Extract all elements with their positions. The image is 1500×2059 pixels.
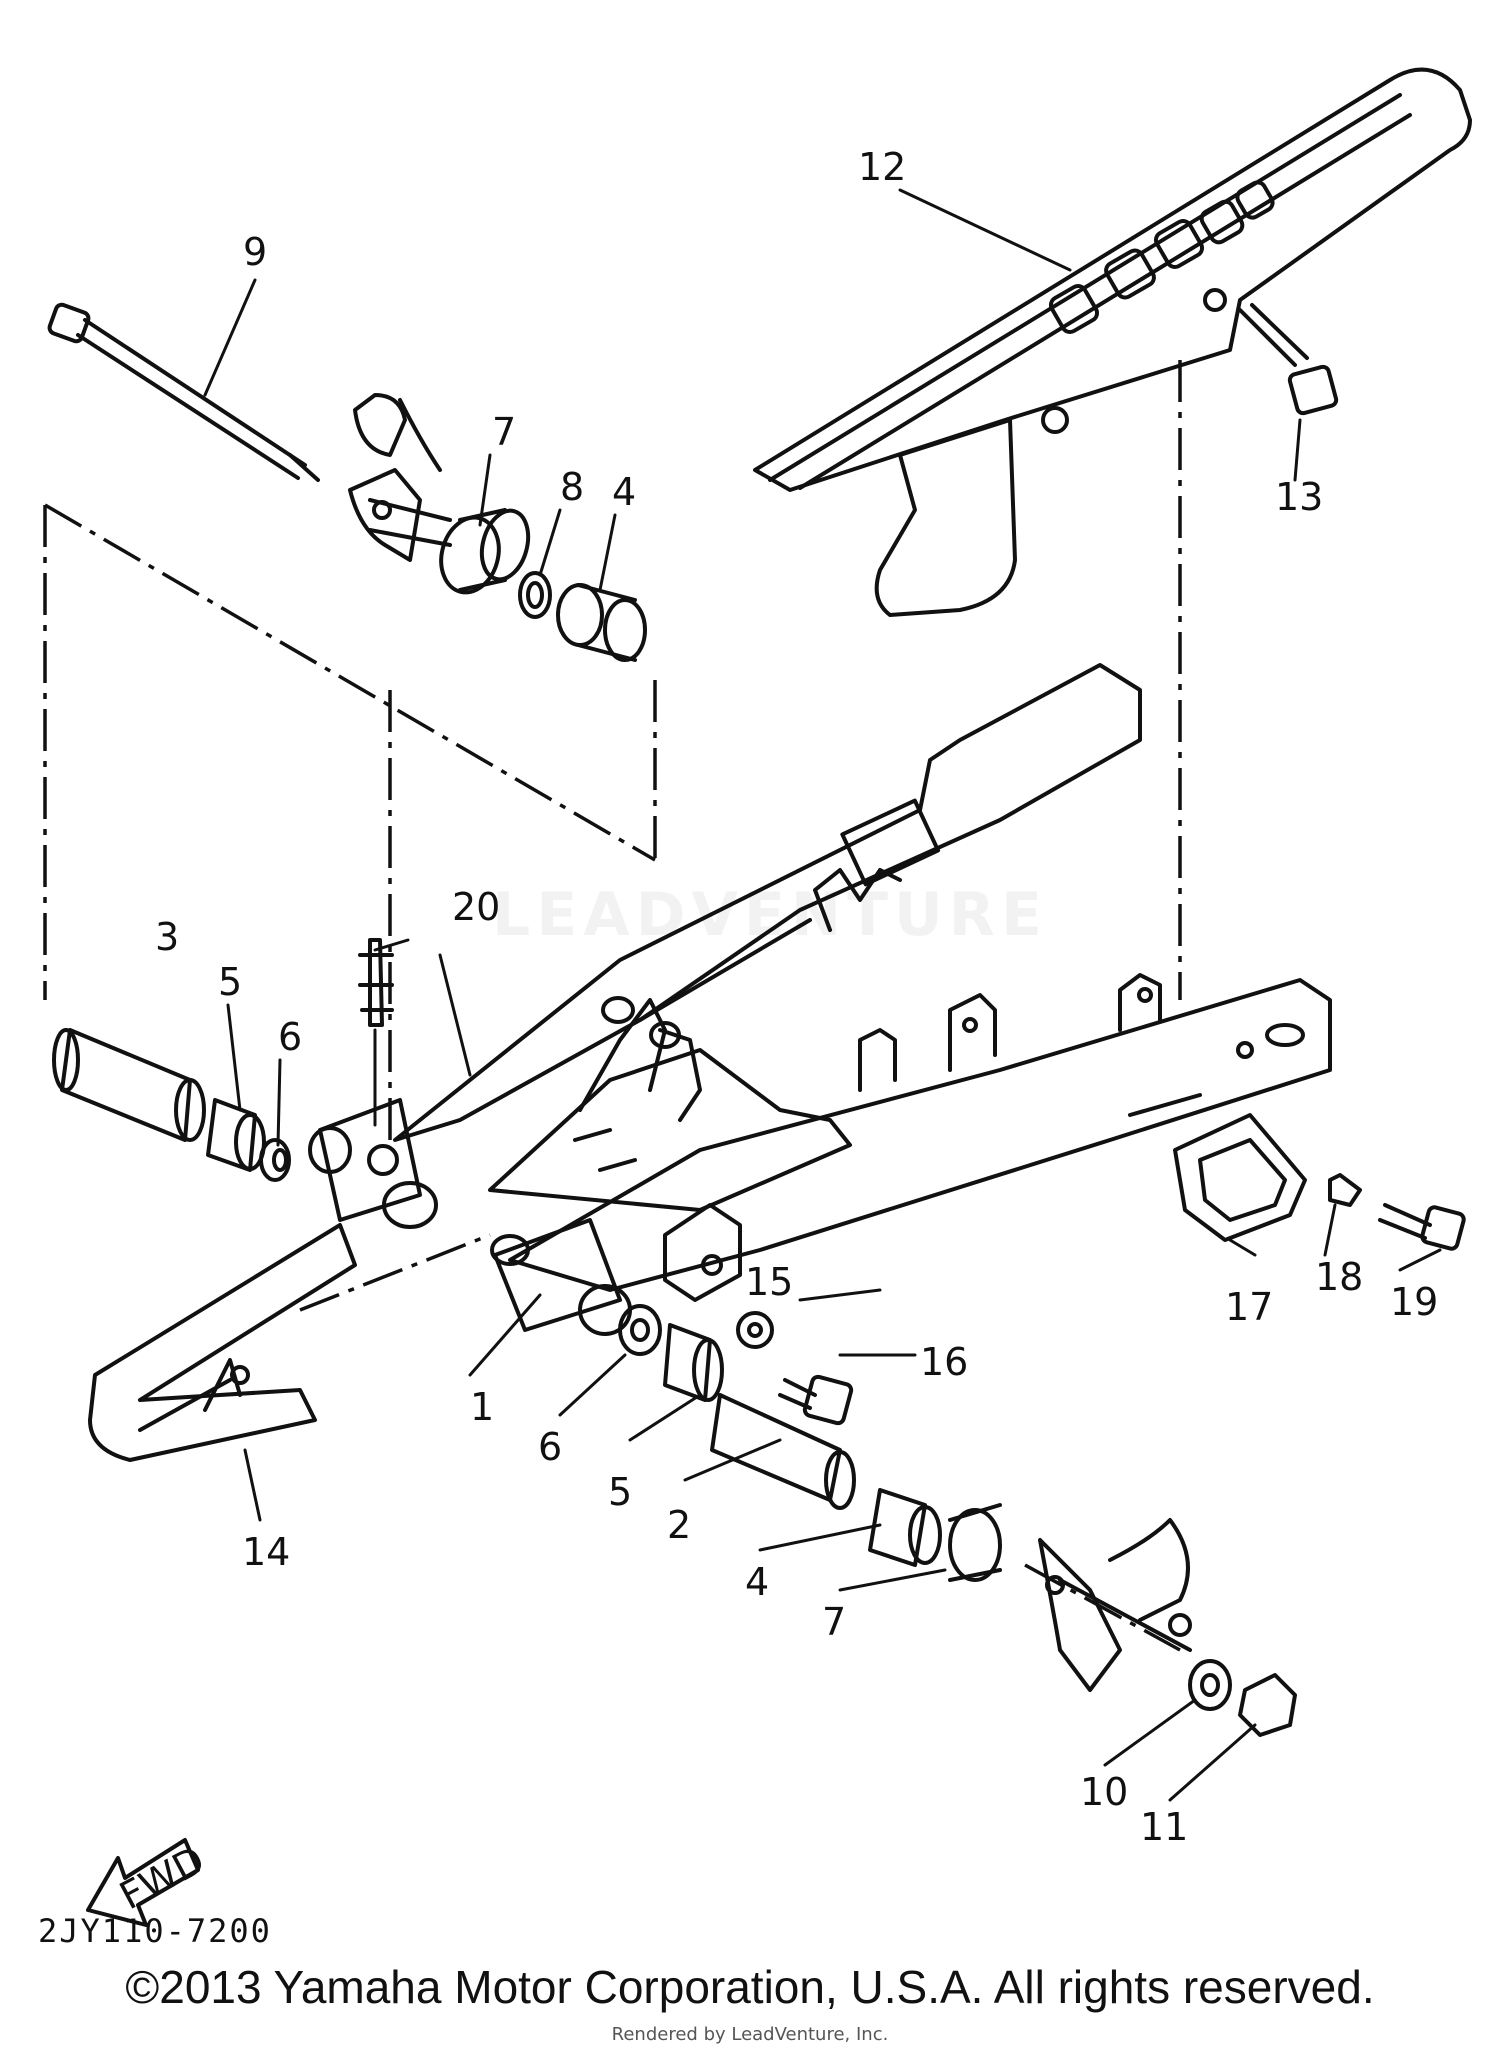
callout-12: 12 [858, 145, 906, 189]
callout-2: 2 [667, 1503, 691, 1547]
copyright-notice: ©2013 Yamaha Motor Corporation, U.S.A. A… [125, 1961, 1375, 2013]
callout-1: 1 [470, 1385, 494, 1429]
left-pivot-parts [52, 1028, 291, 1182]
guard-17-bolts [1128, 1093, 1466, 1251]
callout-16: 16 [920, 1340, 968, 1384]
bolt-13-part [1238, 303, 1339, 416]
callout-20: 20 [452, 885, 500, 929]
alignment-guides [43, 360, 1182, 1652]
chain-slider-part [88, 1223, 357, 1462]
callout-14: 14 [242, 1530, 290, 1574]
callout-7-upper: 7 [492, 410, 516, 454]
callout-labels: 9 7 8 4 12 13 20 3 5 6 15 16 1 6 5 2 4 7… [155, 145, 1438, 1849]
callout-5-right: 5 [608, 1470, 632, 1514]
callout-19: 19 [1390, 1280, 1438, 1324]
callout-7-lower: 7 [822, 1600, 846, 1644]
callout-13: 13 [1275, 475, 1323, 519]
callout-5-left: 5 [218, 960, 242, 1004]
pivot-shaft-part [47, 302, 320, 482]
fwd-label: FWD [113, 1838, 212, 1918]
frame-bracket-top [348, 393, 452, 562]
callout-4-upper: 4 [612, 470, 636, 514]
callout-15: 15 [745, 1260, 793, 1304]
leadventure-watermark: LEADVENTURE [492, 880, 1048, 950]
frame-bracket-bottom [1038, 1518, 1297, 1737]
chain-case-part [753, 67, 1472, 617]
diagram-part-code: 2JY110-7200 [38, 1912, 272, 1950]
callout-8: 8 [560, 465, 584, 509]
grease-nipple-part [358, 938, 394, 1127]
callout-11: 11 [1140, 1805, 1188, 1849]
callout-10: 10 [1080, 1770, 1128, 1814]
leader-lines [203, 188, 1442, 1802]
right-pivot-parts [618, 1304, 1002, 1582]
callout-9: 9 [243, 230, 267, 274]
swing-arm-part [308, 663, 1332, 1336]
upper-bushings [439, 508, 647, 662]
rendered-by-credit: Rendered by LeadVenture, Inc. [611, 2024, 889, 2045]
callout-6-left: 6 [278, 1015, 302, 1059]
callout-17: 17 [1225, 1285, 1273, 1329]
callout-3: 3 [155, 915, 179, 959]
callout-6-right: 6 [538, 1425, 562, 1469]
callout-18: 18 [1315, 1255, 1363, 1299]
callout-4-lower: 4 [745, 1560, 769, 1604]
washer-bolt-15-16 [736, 1311, 854, 1426]
